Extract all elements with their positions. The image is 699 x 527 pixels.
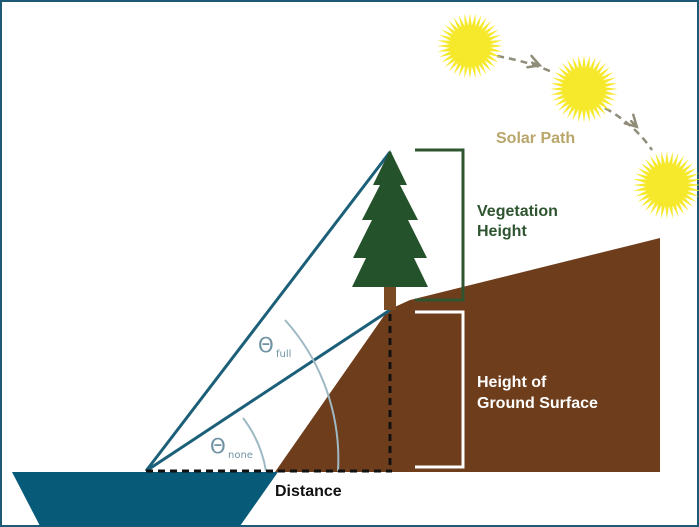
theta-full-subscript: full [276,349,291,360]
theta-full-symbol: Θ [258,333,274,357]
sun-core [563,68,605,110]
vegetation-height-label-line1: Vegetation [477,203,558,220]
solar-path-arrow-icon [623,113,639,129]
ground-surface [275,238,660,472]
sun-core [646,164,688,206]
solar-path-dash-2 [604,106,654,151]
distance-label: Distance [275,483,342,500]
angle-arc-full [284,319,340,472]
ground-height-label-line2: Ground Surface [477,395,598,412]
suns-group [437,13,699,219]
sun-icon [437,13,503,79]
vegetation-height-bracket [415,148,465,302]
sun-icon [550,55,618,123]
theta-none-symbol: Θ [210,434,226,458]
sun-core [450,26,490,66]
vegetation-height-label-line2: Height [477,223,527,240]
sight-line-none [145,308,391,473]
sun-icon [633,151,699,219]
solar-path-label: Solar Path [496,130,575,147]
ground-height-bracket [415,310,465,469]
angle-arc-none [242,417,267,472]
solar-path-dash-1 [496,54,553,74]
ground-height-label-line1: Height of [477,374,547,391]
theta-full-label: Θ full [258,333,291,360]
sight-line-full [144,151,392,472]
solar-path-arrow-icon [526,54,543,69]
tree-foliage [352,150,428,287]
theta-none-subscript: none [228,450,253,461]
tree-icon [352,150,428,310]
stream-water [12,472,278,526]
theta-none-label: Θ none [210,434,253,461]
